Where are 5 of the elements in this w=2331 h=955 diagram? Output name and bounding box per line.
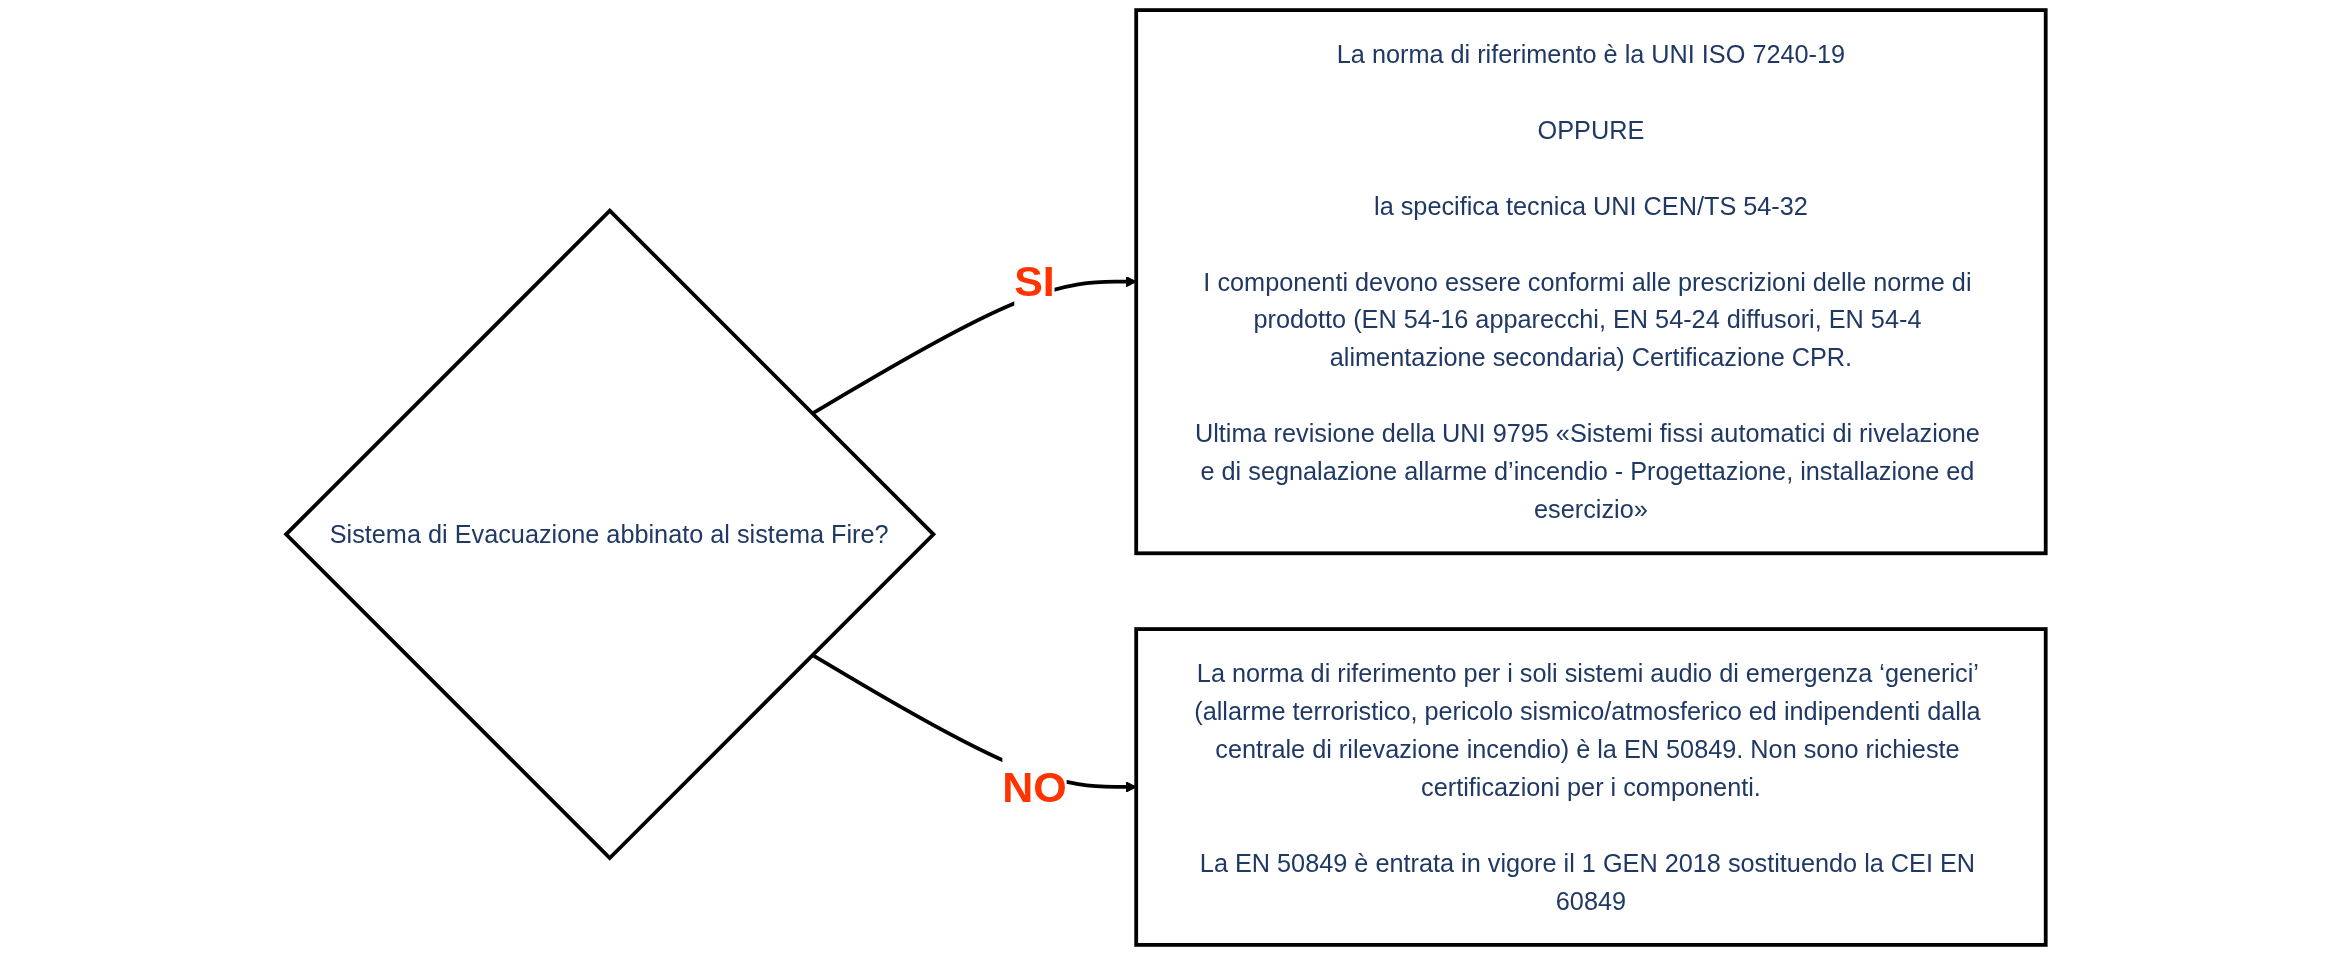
node-box: La norma di riferimento è la UNI ISO 7240-19 OPPURE la specifica tecnica UNI CEN/TS 54-32 I componenti devono essere conformi alle prescrizioni delle norme di prodotto (EN 54-16 apparecchi, EN 54-24 diffusori, EN 54-4 alimentazione secondaria) Certificazione CPR. Ultima revisione della UNI 9795 «Sistemi fissi automatici di rivelazione e di segnalazione allarme d’incendio - Progettazione, installazione ed esercizio» [1133,8,2048,556]
edge-label: SI [1013,257,1055,306]
edge-label: NO [1001,762,1067,811]
node-box: La norma di riferimento per i soli sistemi audio di emergenza ‘generici’ (allarme terroristico, pericolo sismico/atmosferico ed indipendenti dalla centrale di rilevazione incendio) è la EN 50849. Non sono richieste certificazioni per i componenti. La EN 50849 è entrata in vigore il 1 GEN 2018 sostituendo la CEI EN 60849 [1133,627,2048,947]
node-diamond: Sistema di Evacuazione abbinato al sistema Fire? [283,208,936,861]
